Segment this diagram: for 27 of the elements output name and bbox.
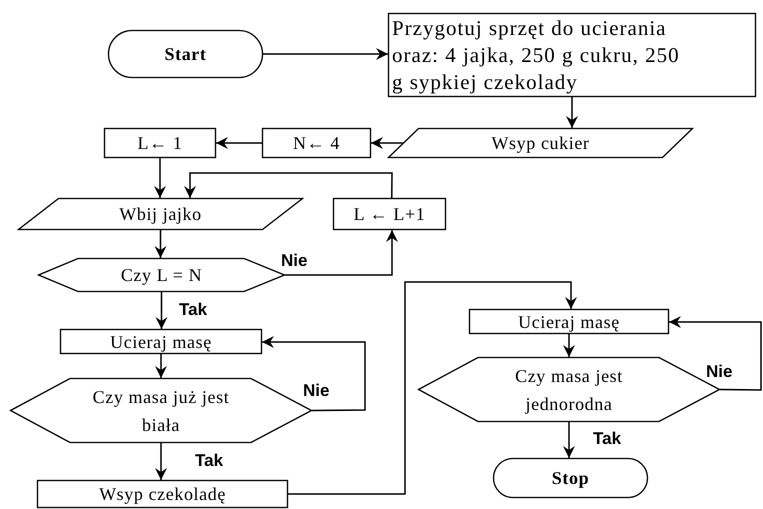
process-box: Wsyp czekoladę	[37, 480, 288, 508]
stop-terminal: Stop	[493, 458, 648, 498]
flow-arrow	[154, 230, 166, 258]
flow-arrow	[216, 137, 262, 149]
flow-arrow	[263, 48, 388, 60]
input-parallelogram: Wsyp cukier	[388, 128, 693, 158]
process-box: L← 1	[104, 128, 216, 158]
flow-arrow	[566, 97, 578, 128]
flow-arrow	[288, 281, 577, 495]
flow-arrow	[262, 336, 366, 412]
flow-arrow	[563, 334, 575, 357]
flow-arrow	[285, 230, 398, 276]
flow-arrow	[154, 158, 166, 198]
flow-arrow	[155, 443, 167, 480]
process-box: Ucieraj masę	[469, 309, 669, 334]
flow-arrow	[184, 172, 393, 198]
flow-arrow	[669, 316, 762, 391]
process-box: Przygotuj sprzęt do ucierania oraz: 4 jajka, 250 g cukru, 250 g sypkiej czekolady	[388, 13, 756, 97]
flow-arrow	[371, 137, 403, 149]
process-box: N← 4	[262, 128, 371, 158]
process-box: Ucieraj masę	[60, 329, 262, 354]
flow-arrow	[155, 354, 167, 378]
flow-arrow	[156, 292, 168, 329]
flow-arrow	[563, 422, 575, 458]
input-parallelogram: Wbij jajko	[18, 198, 303, 230]
process-box: L ← L+1	[333, 198, 446, 230]
start-terminal: Start	[108, 30, 263, 78]
